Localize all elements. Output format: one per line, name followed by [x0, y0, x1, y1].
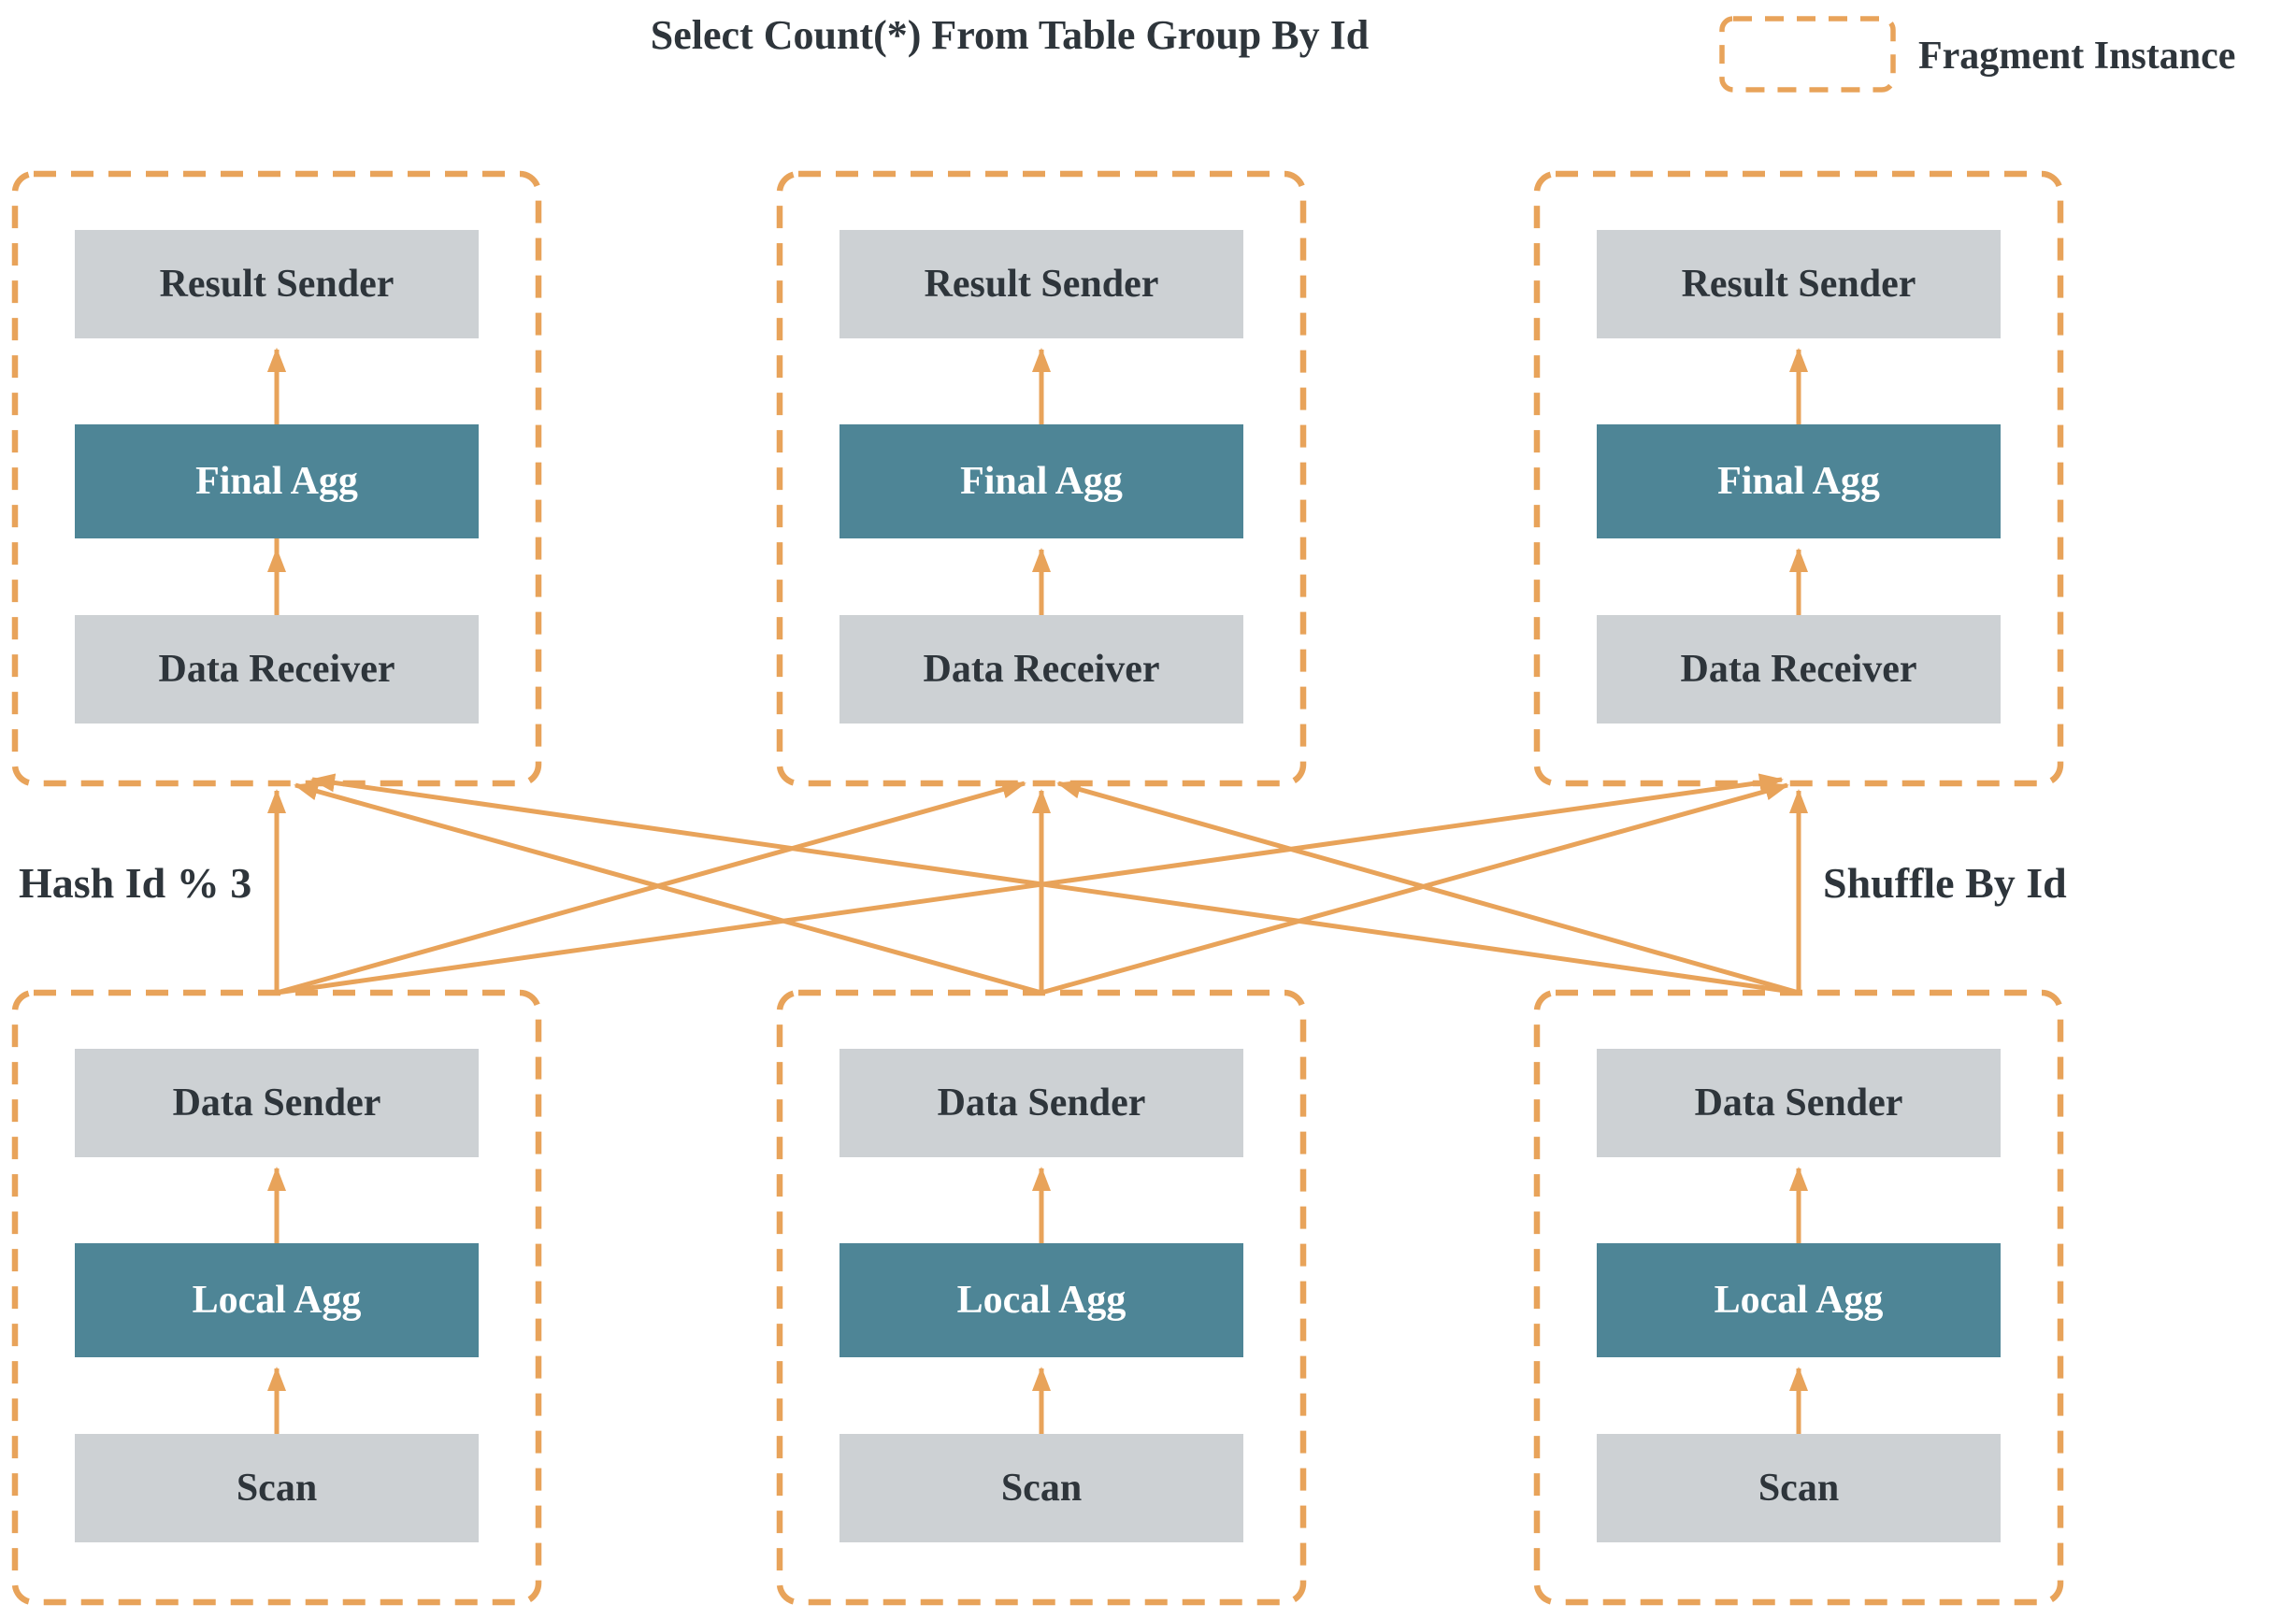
- node-local-agg: Local Agg: [75, 1243, 479, 1357]
- node-result-sender: Result Sender: [75, 230, 479, 338]
- node-scan: Scan: [1597, 1434, 2001, 1542]
- intra-fragment-arrows: [267, 348, 1808, 1434]
- hash-distribution-label: Hash Id % 3: [19, 859, 252, 907]
- node-data-sender: Data Sender: [75, 1049, 479, 1157]
- legend-fragment-box: [1719, 16, 1896, 93]
- node-final-agg: Final Agg: [75, 424, 479, 538]
- node-final-agg: Final Agg: [1597, 424, 2001, 538]
- legend-label: Fragment Instance: [1918, 35, 2236, 78]
- node-local-agg: Local Agg: [839, 1243, 1243, 1357]
- node-data-sender: Data Sender: [839, 1049, 1243, 1157]
- node-data-sender: Data Sender: [1597, 1049, 2001, 1157]
- node-data-receiver: Data Receiver: [839, 615, 1243, 724]
- fragment-instance-bottom-right: Data Sender Local Agg Scan: [1537, 993, 2060, 1602]
- fragment-instance-bottom-center: Data Sender Local Agg Scan: [780, 993, 1303, 1602]
- fragment-instance-top-left: Result Sender Final Agg Data Receiver: [15, 174, 538, 783]
- node-data-receiver: Data Receiver: [75, 615, 479, 724]
- fragment-instance-bottom-left: Data Sender Local Agg Scan: [15, 993, 538, 1602]
- node-local-agg: Local Agg: [1597, 1243, 2001, 1357]
- page-title: Select Count(*) From Table Group By Id: [650, 12, 1370, 58]
- node-scan: Scan: [839, 1434, 1243, 1542]
- node-scan: Scan: [75, 1434, 479, 1542]
- node-result-sender: Result Sender: [839, 230, 1243, 338]
- node-result-sender: Result Sender: [1597, 230, 2001, 338]
- fragment-instance-top-center: Result Sender Final Agg Data Receiver: [780, 174, 1303, 783]
- shuffle-arrows: [267, 773, 1808, 996]
- fragment-instance-top-right: Result Sender Final Agg Data Receiver: [1537, 174, 2060, 783]
- node-final-agg: Final Agg: [839, 424, 1243, 538]
- shuffle-by-id-label: Shuffle By Id: [1823, 859, 2067, 907]
- node-data-receiver: Data Receiver: [1597, 615, 2001, 724]
